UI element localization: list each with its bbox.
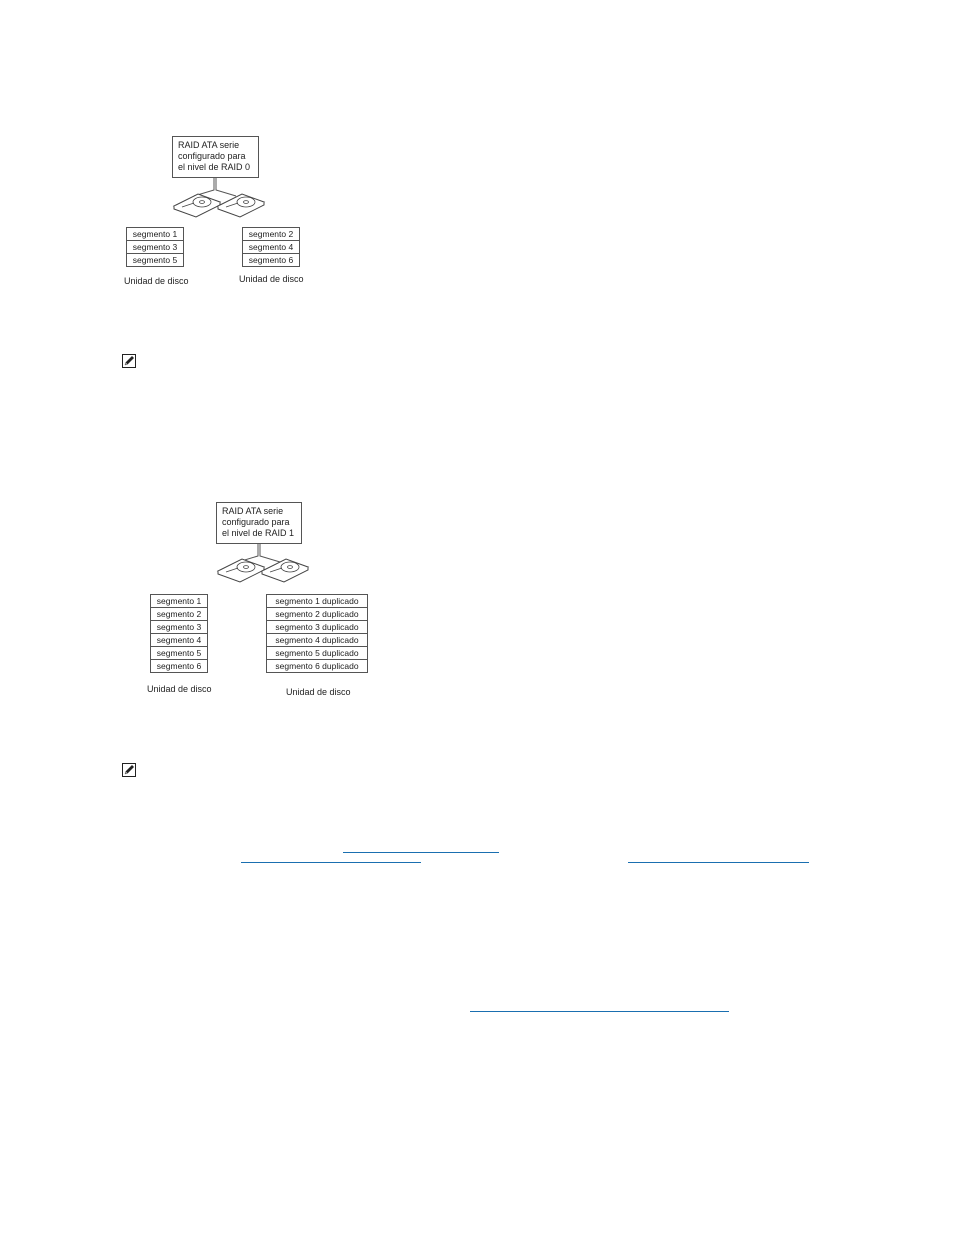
hard-drive-icon	[216, 193, 266, 218]
segment-cell: segmento 2	[150, 607, 208, 621]
raid1-left-disk-caption: Unidad de disco	[147, 684, 212, 694]
raid0-left-segment-table: segmento 1 segmento 3 segmento 5	[126, 227, 184, 267]
raid0-controller-box: RAID ATA serie configurado para el nivel…	[172, 136, 259, 178]
segment-cell: segmento 6	[242, 253, 300, 267]
segment-cell: segmento 5	[126, 253, 184, 267]
hard-drive-icon	[260, 558, 310, 583]
segment-cell: segmento 6	[150, 659, 208, 673]
raid1-controller-box: RAID ATA serie configurado para el nivel…	[216, 502, 302, 544]
table-row: segmento 3	[150, 620, 208, 634]
segment-cell: segmento 4 duplicado	[266, 633, 368, 647]
raid0-right-disk-caption: Unidad de disco	[239, 274, 304, 284]
segment-cell: segmento 2 duplicado	[266, 607, 368, 621]
table-row: segmento 1	[150, 594, 208, 608]
hard-drive-icon	[172, 193, 222, 218]
note-pencil-icon	[122, 763, 136, 777]
doc-link-3[interactable]	[628, 862, 809, 863]
raid1-box-line-1: RAID ATA serie	[222, 506, 284, 516]
hard-drive-icon	[216, 558, 266, 583]
raid0-left-disk-caption: Unidad de disco	[124, 276, 189, 286]
segment-cell: segmento 3 duplicado	[266, 620, 368, 634]
table-row: segmento 3 duplicado	[266, 620, 368, 634]
doc-link-1[interactable]	[343, 852, 499, 853]
segment-cell: segmento 6 duplicado	[266, 659, 368, 673]
raid0-box-line-2: configurado para	[178, 151, 246, 161]
segment-cell: segmento 1	[150, 594, 208, 608]
note-pencil-icon	[122, 354, 136, 368]
table-row: segmento 5 duplicado	[266, 646, 368, 660]
table-row: segmento 5	[126, 253, 184, 267]
raid1-left-segment-table: segmento 1 segmento 2 segmento 3 segment…	[150, 594, 208, 673]
segment-cell: segmento 5	[150, 646, 208, 660]
segment-cell: segmento 5 duplicado	[266, 646, 368, 660]
table-row: segmento 6 duplicado	[266, 659, 368, 673]
table-row: segmento 4 duplicado	[266, 633, 368, 647]
raid1-right-segment-table: segmento 1 duplicado segmento 2 duplicad…	[266, 594, 368, 673]
table-row: segmento 2 duplicado	[266, 607, 368, 621]
table-row: segmento 4	[150, 633, 208, 647]
doc-link-4[interactable]	[470, 1011, 729, 1012]
table-row: segmento 6	[242, 253, 300, 267]
doc-link-2[interactable]	[241, 862, 421, 863]
raid1-box-line-3: el nivel de RAID 1	[222, 528, 295, 538]
segment-cell: segmento 3	[150, 620, 208, 634]
table-row: segmento 2	[150, 607, 208, 621]
raid1-box-line-2: configurado para	[222, 517, 290, 527]
raid0-box-line-3: el nivel de RAID 0	[178, 162, 251, 172]
raid1-right-disk-caption: Unidad de disco	[286, 687, 351, 697]
segment-cell: segmento 1 duplicado	[266, 594, 368, 608]
table-row: segmento 6	[150, 659, 208, 673]
table-row: segmento 5	[150, 646, 208, 660]
table-row: segmento 1 duplicado	[266, 594, 368, 608]
segment-cell: segmento 4	[150, 633, 208, 647]
raid0-box-line-1: RAID ATA serie	[178, 140, 240, 150]
raid0-right-segment-table: segmento 2 segmento 4 segmento 6	[242, 227, 300, 267]
